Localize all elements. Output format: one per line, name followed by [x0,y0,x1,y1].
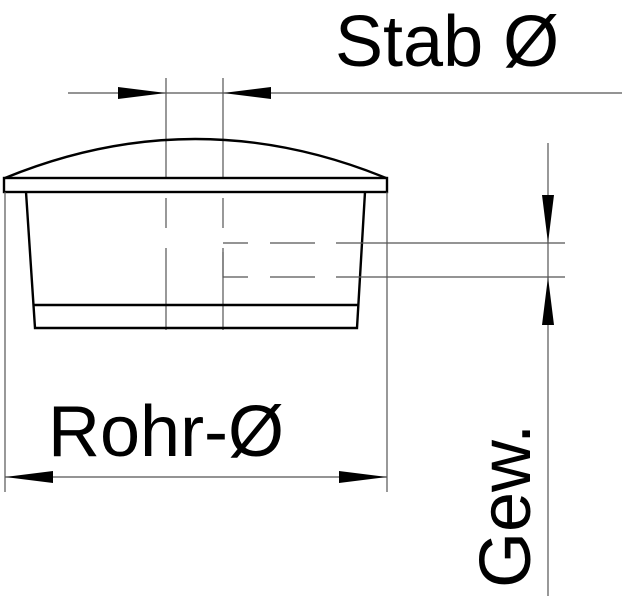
end-cap-outline [2,137,389,330]
arrow-right-icon [118,87,166,99]
rod-diameter-label: Stab Ø [335,2,559,82]
arrow-right-icon [339,471,387,483]
tube-diameter-dimension: Rohr-Ø [4,192,388,492]
thread-dimension: Gew. [466,143,554,596]
thread-dash [222,252,248,278]
arrow-left-icon [5,471,53,483]
arrow-down-icon [542,195,554,243]
thread-label: Gew. [466,424,546,588]
arrow-left-icon [223,87,271,99]
cap-body [24,191,367,330]
cap-dome [4,137,387,180]
tube-diameter-label: Rohr-Ø [48,392,284,472]
thread-lines [222,242,565,278]
rod-diameter-dimension: Stab Ø [68,2,622,99]
arrow-up-icon [542,277,554,325]
cap-flange [2,176,389,194]
